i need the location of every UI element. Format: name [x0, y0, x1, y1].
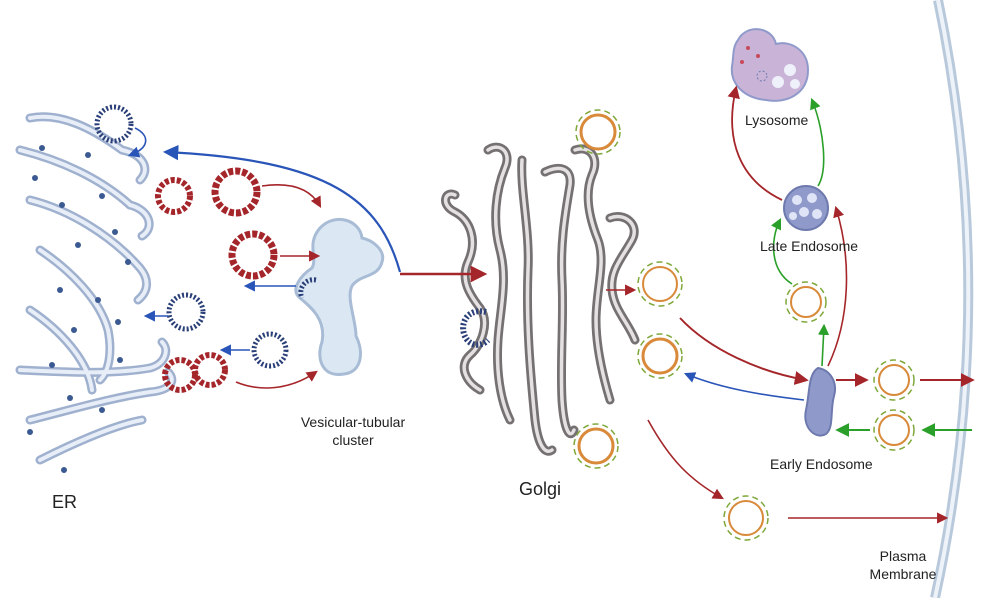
late-endosome — [783, 185, 829, 231]
vtc-label: Vesicular-tubular cluster — [288, 414, 418, 449]
plasma-membrane-label: Plasma Membrane — [858, 548, 948, 583]
early-endosome — [804, 366, 836, 437]
vesicular-tubular-cluster — [294, 217, 385, 376]
copi-vesicle-1 — [94, 104, 134, 144]
early-endosome-label: Early Endosome — [770, 456, 873, 472]
late-endosome-label: Late Endosome — [760, 238, 859, 254]
copi-vesicle-2 — [166, 292, 206, 332]
copi-vesicle-3 — [251, 331, 289, 369]
pm-label-line2: Membrane — [869, 565, 937, 582]
trafficking-arrows — [127, 85, 975, 524]
copi-bud-vtc — [298, 277, 317, 300]
golgi-organelle — [441, 142, 640, 456]
pm-label-line1: Plasma — [879, 548, 927, 564]
vtc-label-line1: Vesicular-tubular — [300, 414, 406, 430]
copii-vesicle-2 — [211, 167, 261, 217]
plasma-membrane — [930, 0, 974, 598]
copii-vesicle-3 — [228, 230, 278, 280]
copi-bud-golgi — [460, 308, 491, 348]
copii-vesicle-4 — [162, 352, 228, 393]
lysosome-label: Lysosome — [745, 112, 809, 128]
er-label: ER — [52, 492, 78, 512]
er-organelle — [15, 112, 177, 473]
vtc-label-line2: cluster — [332, 431, 374, 448]
copii-vesicle-1 — [155, 177, 193, 215]
golgi-label: Golgi — [519, 479, 562, 499]
clathrin-vesicles — [573, 109, 915, 541]
lysosome — [730, 28, 810, 102]
